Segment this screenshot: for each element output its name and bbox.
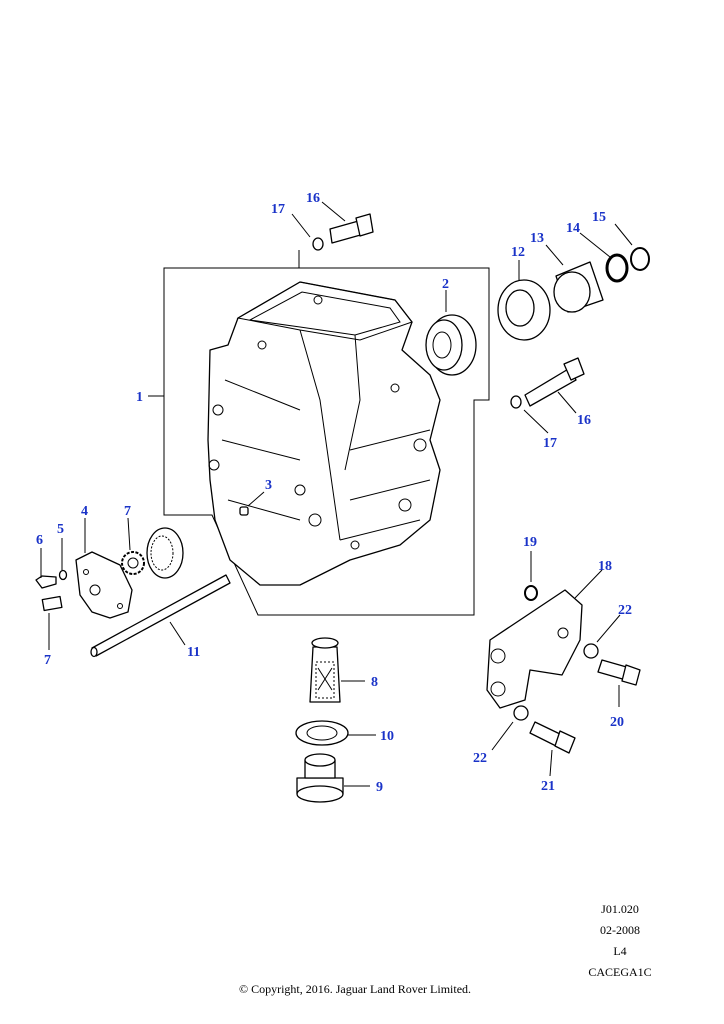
callout-8: 8: [371, 675, 378, 690]
transfer-casing: [207, 281, 441, 586]
callout-13: 13: [530, 231, 544, 246]
callout-21: 21: [541, 779, 555, 794]
callout-22-lower: 22: [473, 751, 487, 766]
callouts: 1 2 3 4 5 6 7 7 8 9 10 11 12 13 14 15 16…: [36, 191, 632, 795]
callout-15: 15: [592, 210, 606, 225]
top-washer: [312, 237, 324, 251]
pump-bolt: [35, 575, 57, 589]
callout-3: 3: [265, 478, 272, 493]
top-bolt: [329, 213, 374, 244]
ring-gear: [146, 527, 184, 579]
callout-16-top: 16: [306, 191, 320, 206]
pump-washer: [58, 569, 68, 581]
bracket-washer-lower: [513, 705, 529, 721]
callout-19: 19: [523, 535, 537, 550]
date-code: 02-2008: [600, 923, 640, 937]
callout-16-right: 16: [577, 413, 591, 428]
bracket-bolt-lower: [529, 721, 576, 754]
oil-seal: [425, 314, 477, 376]
woodruff-key: [41, 595, 63, 612]
bearing-housing: [497, 279, 551, 341]
callout-4: 4: [81, 504, 88, 519]
oil-pump: [75, 551, 133, 619]
drain-plug: [296, 753, 344, 803]
callout-7-gear: 7: [124, 504, 131, 519]
pump-gear: [121, 551, 145, 575]
circlip: [630, 247, 650, 271]
callout-6: 6: [36, 533, 43, 548]
o-ring-small: [524, 585, 538, 601]
callout-17-top: 17: [271, 202, 285, 217]
callout-22-upper: 22: [618, 603, 632, 618]
level-code: L4: [613, 944, 627, 958]
copyright: © Copyright, 2016. Jaguar Land Rover Lim…: [238, 982, 472, 996]
dowel-pin: [239, 506, 249, 516]
callout-12: 12: [511, 245, 525, 260]
bracket-bolt-upper: [597, 659, 641, 686]
right-bolt: [524, 357, 585, 407]
callout-1: 1: [136, 390, 143, 405]
callout-10: 10: [380, 729, 394, 744]
bearing: [553, 261, 604, 313]
callout-9: 9: [376, 780, 383, 795]
callout-5: 5: [57, 522, 64, 537]
callout-7-key: 7: [44, 653, 51, 668]
group-bracket: [163, 267, 490, 616]
right-washer: [510, 395, 522, 409]
callout-20: 20: [610, 715, 624, 730]
callout-17-right: 17: [543, 436, 557, 451]
leader-lines: [40, 201, 633, 787]
oil-filter: [309, 637, 341, 703]
mounting-bracket: [486, 589, 583, 709]
catalog-code: CACEGA1C: [588, 965, 652, 979]
callout-11: 11: [187, 645, 200, 660]
callout-2: 2: [442, 277, 449, 292]
callout-18: 18: [598, 559, 612, 574]
pump-shaft: [90, 574, 231, 658]
callout-14: 14: [566, 221, 580, 236]
bracket-washer-upper: [583, 643, 599, 659]
sealing-washer: [295, 720, 349, 746]
o-ring-large: [605, 253, 629, 283]
ref-code: J01.020: [601, 902, 639, 916]
